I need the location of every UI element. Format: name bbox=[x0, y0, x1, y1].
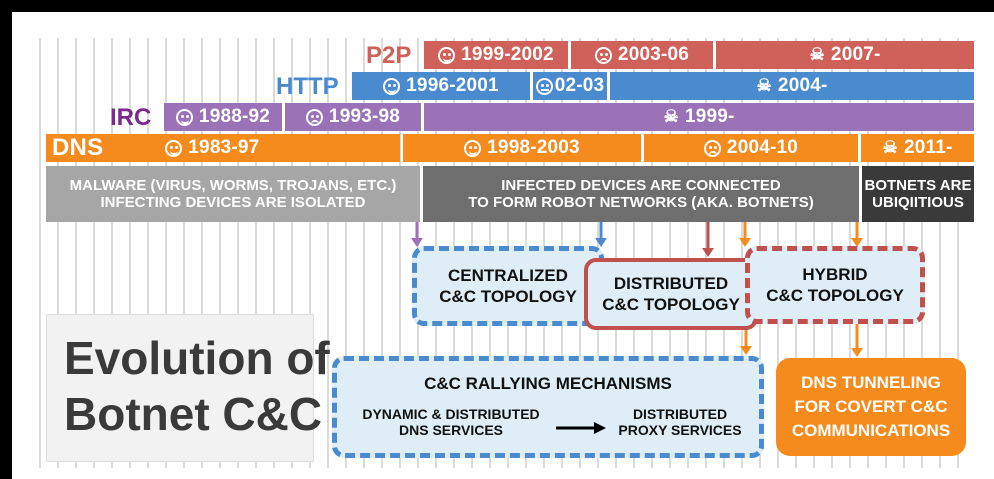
happy-face-icon bbox=[438, 46, 456, 64]
hybrid-line-2: C&C TOPOLOGY bbox=[766, 286, 904, 305]
dns-period-2: 1998-2003 bbox=[403, 134, 641, 162]
title-line-2: Botnet C&C bbox=[64, 388, 323, 440]
happy-face-icon bbox=[464, 139, 482, 157]
rallying-box-border bbox=[332, 356, 764, 458]
distributed-line-1: DISTRIBUTED bbox=[613, 274, 729, 293]
happy-face-icon bbox=[165, 139, 183, 157]
diagram-title: Evolution of Botnet C&C bbox=[64, 330, 330, 442]
http-period-1-text: 1996-2001 bbox=[406, 75, 499, 96]
p2p-period-2: 2003-06 bbox=[571, 41, 713, 69]
dns-period-3: 2004-10 bbox=[644, 134, 858, 162]
arrowhead-p2p bbox=[702, 248, 714, 257]
skull-icon: ☠ bbox=[809, 45, 825, 64]
tunneling-line-3: COMMUNICATIONS bbox=[791, 421, 951, 440]
centralized-topology-box: CENTRALIZED C&C TOPOLOGY bbox=[412, 246, 604, 326]
rallying-from-line-1: DYNAMIC & DISTRIBUTED bbox=[362, 406, 540, 422]
dns-period-3-text: 2004-10 bbox=[726, 137, 799, 158]
distributed-topology-box: DISTRIBUTED C&C TOPOLOGY bbox=[584, 258, 758, 330]
title-panel bbox=[46, 314, 314, 462]
era-ubiquitous-line-1: BOTNETS ARE bbox=[864, 177, 972, 194]
title-line-1: Evolution of bbox=[64, 332, 330, 384]
dns-period-2-text: 1998-2003 bbox=[487, 137, 580, 158]
tunneling-line-2: FOR COVERT C&C bbox=[794, 397, 948, 416]
irc-period-3: ☠ 1999- bbox=[424, 103, 974, 131]
p2p-period-3-text: 2007- bbox=[830, 44, 881, 65]
rallying-from-line-2: DNS SERVICES bbox=[399, 422, 503, 438]
http-period-2-text: 02-03 bbox=[554, 75, 605, 96]
rallying-to-line-2: PROXY SERVICES bbox=[618, 422, 742, 438]
rallying-to-line-1: DISTRIBUTED bbox=[632, 406, 728, 422]
http-period-2: 02-03 bbox=[533, 72, 607, 100]
era-ubiquitous-line-2: UBIQIITIOUS bbox=[872, 194, 964, 211]
sad-face-icon bbox=[703, 139, 721, 157]
happy-face-icon bbox=[383, 77, 401, 95]
p2p-period-1: 1999-2002 bbox=[424, 41, 568, 69]
http-period-3-text: 2004- bbox=[777, 75, 828, 96]
irc-period-3-text: 1999- bbox=[684, 106, 735, 127]
neutral-face-icon bbox=[535, 77, 553, 95]
tunneling-line-1: DNS TUNNELING bbox=[801, 373, 941, 392]
arrowhead-tunneling bbox=[851, 348, 863, 357]
frame-border-left bbox=[0, 0, 12, 479]
centralized-line-2: C&C TOPOLOGY bbox=[439, 287, 577, 306]
arrowhead-dns-left bbox=[739, 238, 751, 247]
sad-face-icon bbox=[594, 46, 612, 64]
era-ubiquitous: BOTNETS ARE UBIQIITIOUS bbox=[862, 166, 974, 222]
dns-period-1-text: 1983-97 bbox=[188, 137, 260, 158]
irc-period-2-text: 1993-98 bbox=[328, 106, 401, 127]
era-isolated-line-1: MALWARE (VIRUS, WORMS, TROJANS, ETC.) bbox=[69, 177, 397, 194]
dns-period-4-text: 2011- bbox=[903, 137, 953, 158]
http-period-3: ☠ 2004- bbox=[610, 72, 974, 100]
http-label: HTTP bbox=[276, 73, 339, 100]
era-botnets-line-2: TO FORM ROBOT NETWORKS (AKA. BOTNETS) bbox=[468, 194, 814, 211]
dns-row: DNS 1983-97 bbox=[46, 134, 400, 162]
era-isolated: MALWARE (VIRUS, WORMS, TROJANS, ETC.) IN… bbox=[46, 166, 420, 222]
frame-border-top bbox=[0, 0, 994, 12]
sad-face-icon bbox=[305, 108, 323, 126]
rallying-to: DISTRIBUTED PROXY SERVICES bbox=[604, 406, 756, 438]
irc-period-1-text: 1988-92 bbox=[198, 106, 271, 127]
irc-period-1: 1988-92 bbox=[164, 103, 282, 131]
p2p-period-2-text: 2003-06 bbox=[617, 44, 690, 65]
http-period-1: 1996-2001 bbox=[352, 72, 530, 100]
skull-icon: ☠ bbox=[663, 107, 679, 126]
era-botnets-line-1: INFECTED DEVICES ARE CONNECTED bbox=[501, 177, 781, 194]
arrowhead-rallying bbox=[740, 346, 752, 355]
rallying-arrow-icon bbox=[556, 422, 606, 434]
p2p-label: P2P bbox=[366, 42, 412, 69]
hybrid-topology-box: HYBRID C&C TOPOLOGY bbox=[745, 246, 925, 324]
dns-tunneling-box: DNS TUNNELING FOR COVERT C&C COMMUNICATI… bbox=[776, 358, 966, 456]
era-botnets: INFECTED DEVICES ARE CONNECTED TO FORM R… bbox=[423, 166, 859, 222]
arrowhead-dns-right bbox=[851, 238, 863, 247]
dns-label: DNS bbox=[52, 134, 104, 161]
irc-period-2: 1993-98 bbox=[285, 103, 421, 131]
era-isolated-line-2: INFECTING DEVICES ARE ISOLATED bbox=[100, 194, 366, 211]
rallying-box bbox=[332, 356, 764, 458]
dns-period-4: ☠ 2011- bbox=[861, 134, 974, 162]
p2p-period-3: ☠ 2007- bbox=[716, 41, 974, 69]
irc-label: IRC bbox=[110, 104, 152, 131]
arrowhead-http bbox=[595, 238, 607, 247]
p2p-period-1-text: 1999-2002 bbox=[461, 44, 554, 65]
distributed-line-2: C&C TOPOLOGY bbox=[602, 295, 740, 314]
rallying-heading: C&C RALLYING MECHANISMS bbox=[424, 374, 672, 393]
rallying-from: DYNAMIC & DISTRIBUTED DNS SERVICES bbox=[340, 406, 562, 438]
happy-face-icon bbox=[175, 108, 193, 126]
skull-icon: ☠ bbox=[756, 76, 772, 95]
hybrid-line-1: HYBRID bbox=[802, 265, 868, 284]
arrowhead-irc bbox=[411, 238, 423, 247]
skull-icon: ☠ bbox=[882, 138, 898, 157]
centralized-line-1: CENTRALIZED bbox=[448, 266, 568, 285]
